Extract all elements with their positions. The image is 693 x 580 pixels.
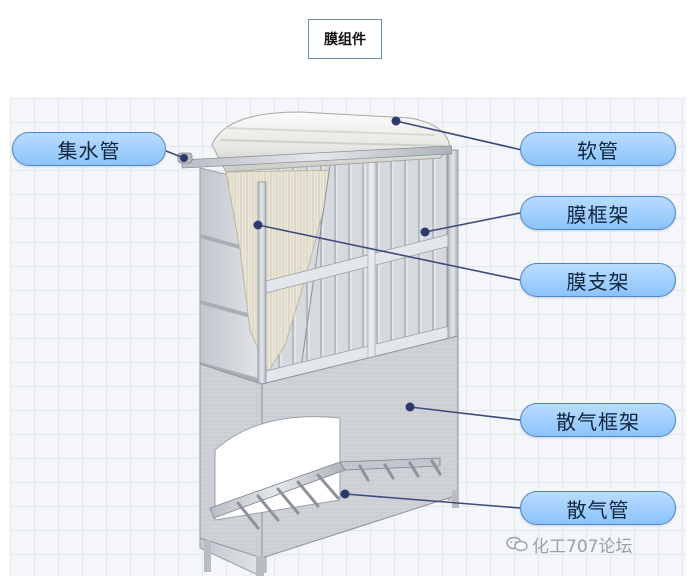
label-membrane-support: 膜支架 bbox=[520, 263, 676, 297]
label-aeration-pipe: 散气管 bbox=[520, 491, 676, 525]
diagram-title: 膜组件 bbox=[308, 19, 382, 59]
label-collector-pipe: 集水管 bbox=[12, 132, 166, 166]
label-hose: 软管 bbox=[520, 132, 676, 166]
label-membrane-frame: 膜框架 bbox=[520, 196, 676, 230]
watermark: 化工707论坛 bbox=[506, 533, 633, 557]
wechat-icon bbox=[506, 536, 528, 552]
label-aeration-frame: 散气框架 bbox=[520, 403, 676, 437]
watermark-text: 化工707论坛 bbox=[532, 536, 633, 557]
